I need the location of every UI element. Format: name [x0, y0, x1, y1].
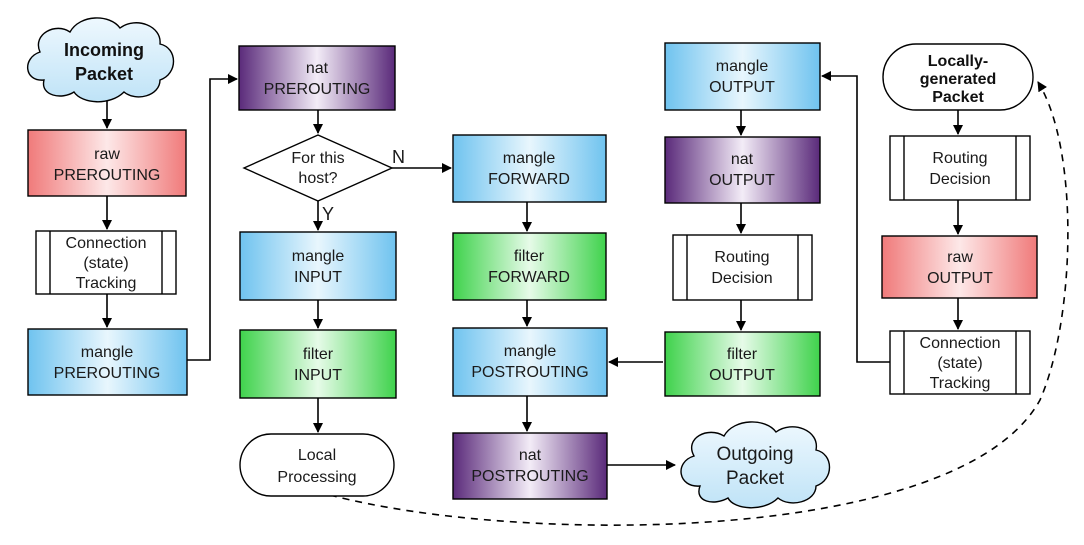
node-mangle-prerouting-line-2: PREROUTING [54, 365, 161, 382]
node-outgoing-packet-line-1: Outgoing [716, 444, 793, 465]
edge-conntrack-to-mangle-out [821, 71, 890, 363]
node-incoming-packet-line-2: Packet [75, 64, 133, 84]
node-outgoing-packet: Outgoing Packet [680, 421, 831, 509]
node-mangle-output-line-1: mangle [716, 58, 769, 75]
node-filter-input-line-2: INPUT [294, 367, 342, 384]
node-nat-postrouting: nat POSTROUTING [452, 432, 608, 500]
node-mangle-prerouting: mangle PREROUTING [27, 328, 188, 396]
node-routing-decision-mid-line-1: Routing [714, 249, 769, 266]
node-for-this-host: For this host? [242, 134, 394, 202]
node-filter-output-line-2: OUTPUT [709, 367, 775, 384]
node-local-processing-line-1: Local [298, 447, 336, 464]
node-mangle-output-line-2: OUTPUT [709, 79, 775, 96]
node-conntrack-left-line-1: Connection [66, 235, 147, 252]
node-filter-input: filter INPUT [239, 329, 397, 399]
node-outgoing-packet-line-2: Packet [726, 468, 785, 489]
edge-mangle-pre-to-nat-pre [187, 74, 238, 361]
node-conntrack-right-line-2: (state) [937, 355, 982, 372]
node-routing-decision-right-line-2: Decision [929, 171, 990, 188]
node-routing-decision-mid-line-2: Decision [711, 270, 772, 287]
edges [102, 71, 1069, 526]
node-mangle-forward: mangle FORWARD [452, 134, 607, 203]
node-mangle-input: mangle INPUT [239, 231, 397, 301]
node-raw-output-line-1: raw [947, 249, 973, 266]
node-mangle-forward-line-2: FORWARD [488, 171, 570, 188]
node-nat-prerouting-line-2: PREROUTING [264, 81, 371, 98]
node-local-processing: Local Processing [239, 433, 395, 497]
node-raw-prerouting-line-2: PREROUTING [54, 167, 161, 184]
node-locally-generated-packet-line-1: Locally- [928, 53, 988, 70]
node-nat-output-line-1: nat [731, 151, 754, 168]
node-raw-prerouting-line-1: raw [94, 146, 120, 163]
node-nat-prerouting-line-1: nat [306, 60, 329, 77]
node-mangle-input-line-1: mangle [292, 248, 345, 265]
node-filter-input-line-1: filter [303, 346, 334, 363]
edge-label-yes: Y [322, 204, 334, 224]
node-conntrack-right-line-3: Tracking [930, 375, 991, 392]
node-for-this-host-line-2: host? [298, 170, 337, 187]
node-raw-output-line-2: OUTPUT [927, 270, 993, 287]
node-nat-output: nat OUTPUT [664, 136, 821, 204]
edge-label-no: N [392, 147, 405, 167]
node-locally-generated-packet-line-3: Packet [932, 89, 984, 106]
node-nat-postrouting-line-1: nat [519, 447, 542, 464]
node-nat-prerouting: nat PREROUTING [238, 45, 396, 111]
node-mangle-postrouting-line-1: mangle [504, 343, 557, 360]
node-conntrack-left: Connection (state) Tracking [35, 230, 177, 295]
node-mangle-forward-line-1: mangle [503, 150, 556, 167]
node-filter-forward-line-1: filter [514, 248, 545, 265]
node-locally-generated-packet-line-2: generated [920, 71, 996, 88]
node-incoming-packet-line-1: Incoming [64, 40, 144, 60]
node-filter-forward: filter FORWARD [452, 232, 607, 301]
node-for-this-host-line-1: For this [291, 150, 344, 167]
node-mangle-postrouting-line-2: POSTROUTING [471, 364, 588, 381]
node-locally-generated-packet: Locally- generated Packet [882, 43, 1034, 111]
node-raw-prerouting: raw PREROUTING [27, 129, 187, 197]
node-local-processing-line-2: Processing [277, 469, 356, 486]
node-routing-decision-right: Routing Decision [889, 135, 1031, 201]
node-nat-output-line-2: OUTPUT [709, 172, 775, 189]
node-routing-decision-right-line-1: Routing [932, 150, 987, 167]
node-routing-decision-mid: Routing Decision [672, 234, 813, 301]
node-filter-forward-line-2: FORWARD [488, 269, 570, 286]
node-mangle-prerouting-line-1: mangle [81, 344, 134, 361]
node-conntrack-left-line-3: Tracking [76, 275, 137, 292]
node-conntrack-right: Connection (state) Tracking [889, 330, 1031, 395]
node-mangle-input-line-2: INPUT [294, 269, 342, 286]
node-filter-output-line-1: filter [727, 346, 758, 363]
node-raw-output: raw OUTPUT [881, 235, 1038, 299]
node-conntrack-right-line-1: Connection [920, 335, 1001, 352]
node-filter-output: filter OUTPUT [664, 331, 821, 397]
node-nat-postrouting-line-2: POSTROUTING [471, 468, 588, 485]
node-mangle-output: mangle OUTPUT [664, 42, 821, 111]
node-mangle-postrouting: mangle POSTROUTING [452, 327, 608, 397]
node-conntrack-left-line-2: (state) [83, 255, 128, 272]
node-incoming-packet: Incoming Packet [27, 17, 175, 103]
